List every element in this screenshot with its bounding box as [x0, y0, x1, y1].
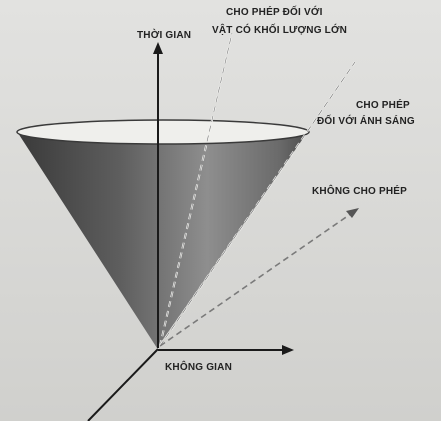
depth-axis — [87, 348, 159, 421]
ray-massive-object-edge — [159, 32, 233, 347]
ray-forbidden-arrowhead — [346, 208, 359, 218]
space-axis-label: KHÔNG GIAN — [165, 360, 232, 373]
space-axis-arrowhead — [282, 345, 294, 355]
forbidden-ray-label: KHÔNG CHO PHÉP — [312, 184, 407, 197]
ray-light-edge — [159, 61, 356, 347]
time-axis-label: THỜI GIAN — [137, 28, 191, 41]
light-ray-label-line1: CHO PHÉP — [356, 98, 410, 111]
massive-ray-label-line1: CHO PHÉP ĐỐI VỚI — [226, 4, 323, 18]
cone-rim — [16, 119, 310, 145]
massive-ray-label-line2: VẬT CÓ KHỐI LƯỢNG LỚN — [212, 22, 347, 36]
time-axis-arrowhead — [153, 42, 163, 54]
light-ray-label-line2: ĐỐI VỚI ÁNH SÁNG — [317, 113, 415, 127]
light-cone — [18, 130, 309, 348]
ray-forbidden — [159, 212, 353, 347]
